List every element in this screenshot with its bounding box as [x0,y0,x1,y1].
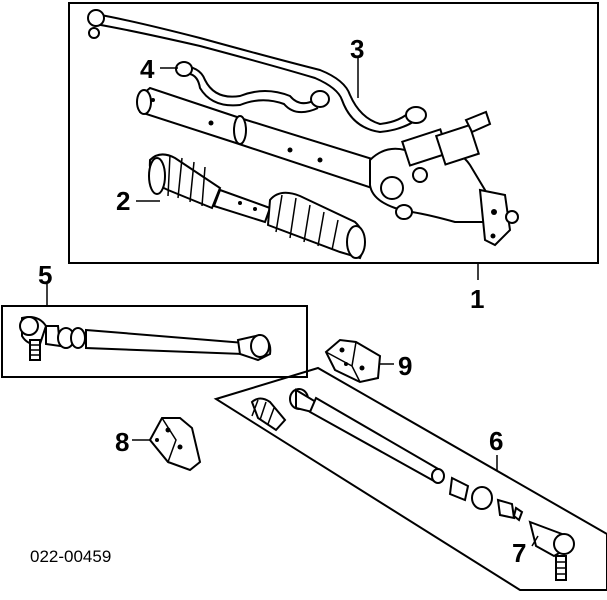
callout-8: 8 [115,427,129,457]
tie-rod-assembly [19,316,272,362]
callout-9: 9 [398,351,412,381]
mounting-bracket-8 [148,417,202,472]
mounting-bracket-9 [324,338,382,384]
fluid-line-long [87,9,427,134]
callout-7: 7 [512,538,526,568]
callout-2: 2 [116,186,130,216]
steering-rack-assembly-frame [68,2,599,264]
callout-6: 6 [489,426,503,456]
callout-4: 4 [140,54,155,84]
fluid-line-short [175,61,330,114]
callout-1: 1 [470,284,484,314]
leader-lines [46,58,539,547]
tie-rod-assembly-frame [1,305,308,378]
callout-5: 5 [38,260,52,290]
rack-housing [136,86,519,247]
callout-3: 3 [350,34,364,64]
bellows-boots [148,153,366,260]
dust-boot [250,397,287,432]
diagram-id: 022-00459 [30,547,111,566]
tie-rod-end [496,498,575,581]
inner-tie-rod [289,388,493,510]
inner-tie-rod-frame [213,366,607,591]
